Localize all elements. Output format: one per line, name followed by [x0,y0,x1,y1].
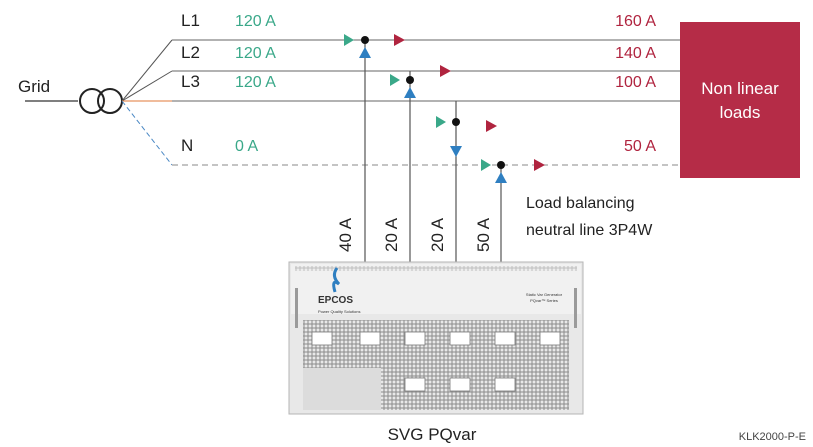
load-arrow-n [534,159,545,171]
supply-current-l3: 120 A [235,74,276,91]
device-model-line2: PQvar™ Series [530,298,558,303]
svg-pqvar-device [288,261,584,415]
line-name-n: N [181,136,193,155]
supply-arrow-l3 [436,116,446,128]
load-current-l1: 160 A [615,13,656,30]
device-brand: EPCOS [318,295,353,306]
comp-arrow-up-l1 [359,47,371,58]
comp-arrow-up-l2 [404,87,416,98]
comp-current-l3: 20 A [428,217,447,252]
junction-dot-l2 [406,76,414,84]
device-model-line1: Static Var Generator [526,292,563,297]
load-box-line1: Non linear [701,79,779,98]
supply-arrow-l1 [344,34,354,46]
figure-code: KLK2000-P-E [739,431,806,443]
device-tagline: Power Quality Solutions [318,309,360,314]
comp-current-n: 50 A [474,217,493,252]
fan-l1 [121,39,173,102]
non-linear-loads-box [680,22,800,178]
load-current-l3: 100 A [615,74,656,91]
supply-current-l2: 120 A [235,45,276,62]
line-name-l1: L1 [181,11,200,30]
supply-arrow-l2 [390,74,400,86]
supply-current-l1: 120 A [235,13,276,30]
load-arrow-l3 [486,120,497,132]
junction-dot-l3 [452,118,460,126]
line-name-l2: L2 [181,43,200,62]
device-caption: SVG PQvar [388,425,477,444]
comp-arrow-up-n [495,172,507,183]
comp-current-l2: 20 A [382,217,401,252]
comp-arrow-down-l3 [450,146,462,157]
line-name-l3: L3 [181,72,200,91]
balancing-note-line1: Load balancing [526,195,635,212]
junction-dot-l1 [361,36,369,44]
supply-current-n: 0 A [235,138,258,155]
fan-n [121,100,173,166]
supply-arrow-n [481,159,491,171]
load-current-l2: 140 A [615,45,656,62]
load-arrow-l2 [440,65,451,77]
load-box-line2: loads [720,103,761,122]
load-current-n: 50 A [624,138,656,155]
junction-dot-n [497,161,505,169]
comp-current-l1: 40 A [336,217,355,252]
load-arrow-l1 [394,34,405,46]
grid-label: Grid [18,77,50,96]
transformer-icon [79,88,123,114]
epcos-logo-icon [332,267,341,293]
balancing-note-line2: neutral line 3P4W [526,222,653,239]
fan-l2 [121,70,173,102]
